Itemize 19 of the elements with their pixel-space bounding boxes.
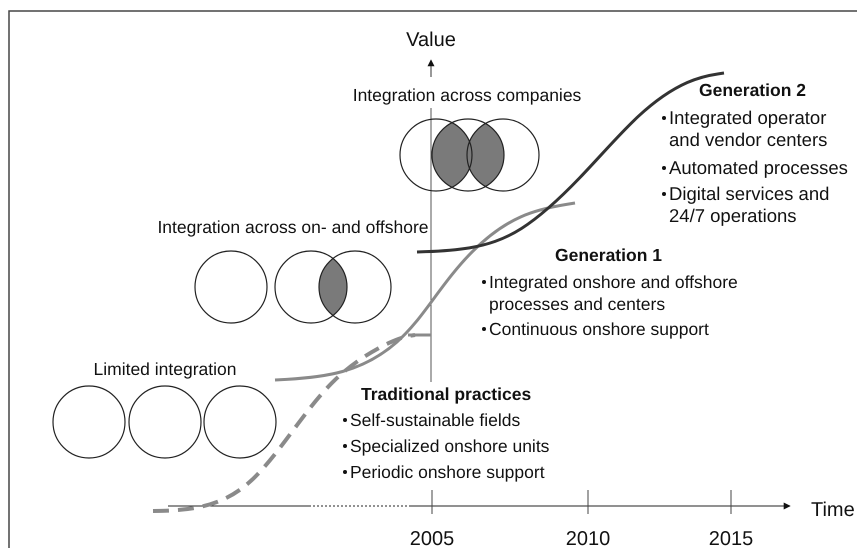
- stage-heading: Generation 2: [699, 79, 806, 101]
- stage-heading: Traditional practices: [361, 383, 532, 405]
- bullet-text: Digital services and 24/7 operations: [669, 183, 830, 227]
- bullet-text: Integrated operator and vendor centers: [669, 107, 828, 151]
- tick-label: 2015: [708, 528, 754, 548]
- stage-heading: Generation 1: [555, 244, 662, 266]
- stage-label: Integration across on- and offshore: [157, 216, 429, 238]
- bullet-text: Continuous onshore support: [489, 318, 709, 340]
- tick-label: 2005: [410, 528, 454, 548]
- axis-label: Value: [406, 29, 456, 51]
- bullet-text: Self-sustainable fields: [350, 409, 520, 431]
- bullet-text: Automated processes: [669, 157, 848, 179]
- bullet-text: Specialized onshore units: [350, 435, 550, 457]
- bullet-text: Periodic onshore support: [350, 461, 545, 483]
- stage-label: Integration across companies: [352, 84, 582, 106]
- axis-label: Time: [811, 499, 855, 521]
- tick-label: 2010: [566, 528, 610, 548]
- stage-label: Limited integration: [94, 358, 236, 380]
- bullet-text: Integrated onshore and offshore processes and centers: [489, 271, 739, 315]
